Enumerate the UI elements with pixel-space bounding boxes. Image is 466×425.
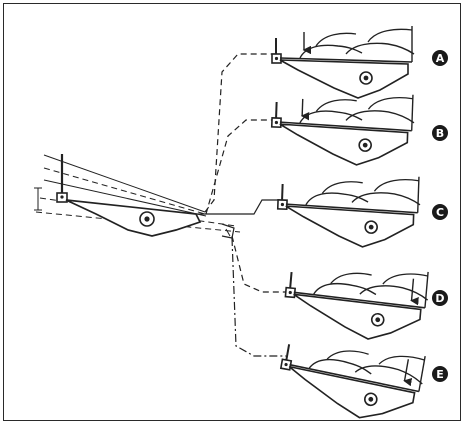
badge-b-label: B [436, 127, 444, 140]
badge-e-label: E [436, 368, 444, 381]
badge-d: D [432, 290, 448, 306]
badge-e: E [432, 366, 448, 382]
pedal-position-c [275, 170, 422, 250]
badge-a: A [432, 50, 448, 66]
connector-lines [196, 53, 290, 357]
badge-a-label: A [436, 52, 445, 65]
badge-b: B [432, 125, 448, 141]
pedal-position-b [269, 88, 416, 168]
pedal-position-a [271, 25, 415, 100]
badge-c: C [432, 204, 448, 220]
pedal-position-e [273, 330, 429, 425]
main-pedal [34, 154, 241, 239]
badge-d-label: D [435, 292, 444, 305]
badge-c-label: C [436, 206, 444, 219]
pedal-position-d [281, 258, 432, 345]
